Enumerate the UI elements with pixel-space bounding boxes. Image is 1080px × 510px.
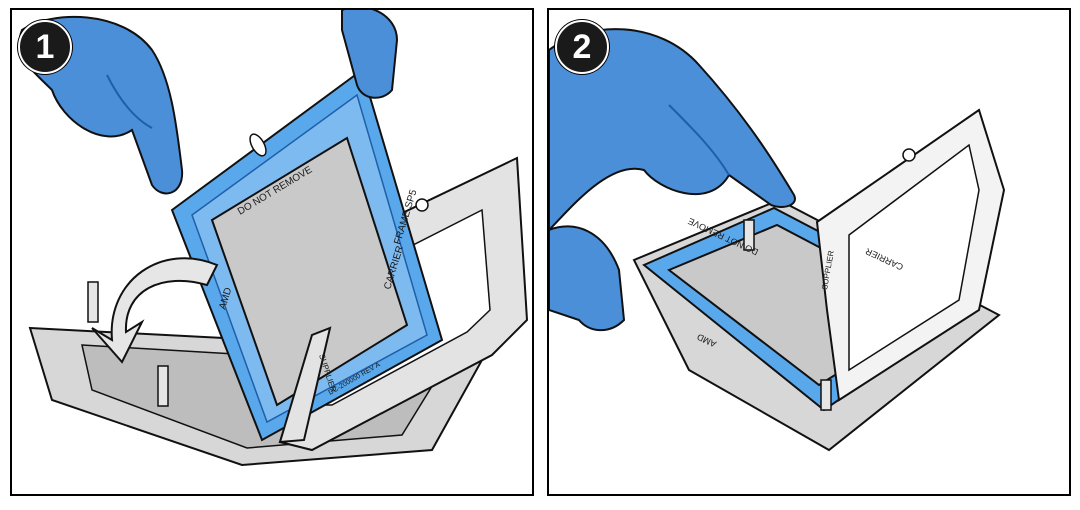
standoff-screw — [820, 379, 832, 411]
carrier-slot — [249, 133, 267, 157]
rail-frame-hole — [902, 148, 916, 162]
step-2-panel: DO NOT REMOVE CARRIER AMD SUPPLIER 2 — [547, 8, 1071, 496]
step-2-illustration: DO NOT REMOVE CARRIER AMD SUPPLIER — [549, 28, 1006, 452]
processor-chip — [210, 136, 409, 407]
gloved-hand — [549, 28, 796, 232]
glove-shading — [106, 74, 153, 129]
rail-frame-front-bar — [278, 326, 332, 444]
standoff-screw — [87, 281, 99, 323]
standoff-screw — [157, 365, 169, 407]
rotation-arrow-icon — [91, 257, 219, 364]
rail-frame-opening — [848, 143, 980, 372]
step-1-panel: DO NOT REMOVE FRAME SP5 CARRIER AMD SUPP… — [10, 8, 534, 496]
step-number-badge: 2 — [555, 20, 609, 74]
rail-frame-hole — [415, 198, 429, 212]
step-1-illustration: DO NOT REMOVE FRAME SP5 CARRIER AMD SUPP… — [18, 10, 529, 467]
glove-shading — [668, 104, 730, 176]
gloved-hand-thumb — [341, 10, 399, 99]
standoff-screw — [743, 219, 755, 251]
gloved-hand-lower — [549, 225, 626, 332]
step-number-badge: 1 — [18, 20, 72, 74]
